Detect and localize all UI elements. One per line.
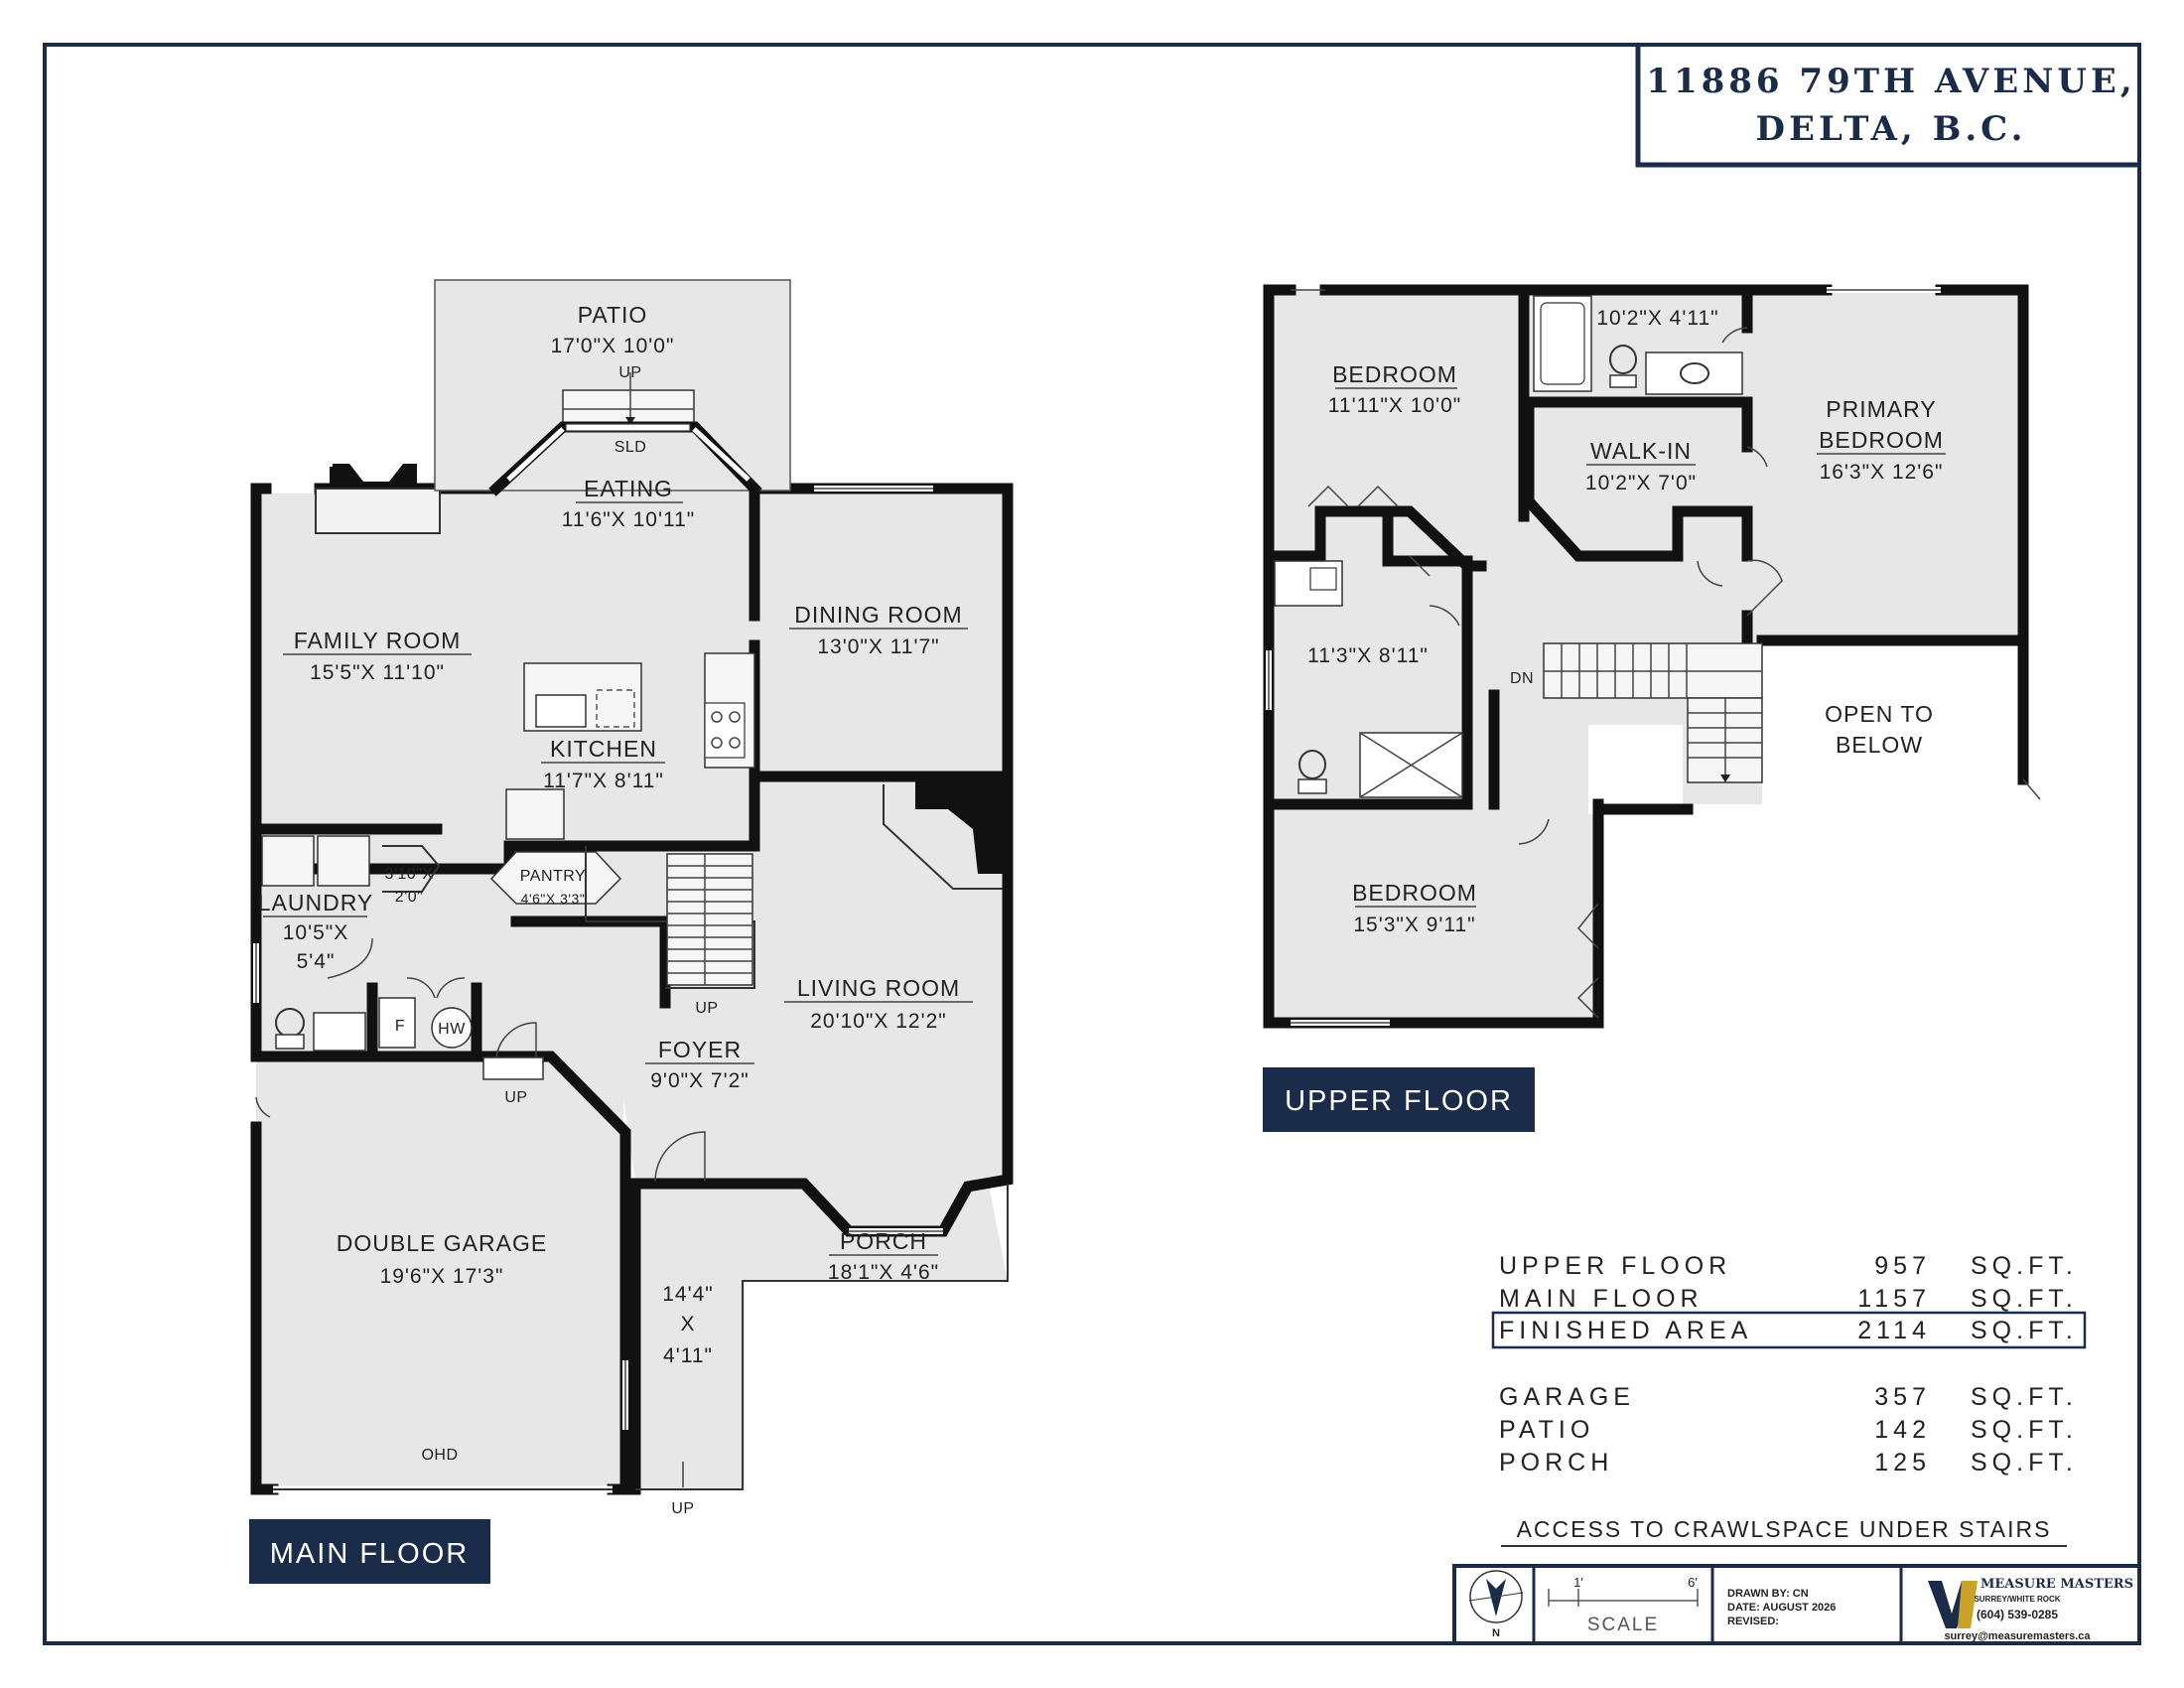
area-label-finished: FINISHED AREA <box>1499 1317 1752 1344</box>
area-label-main: MAIN FLOOR <box>1499 1285 1704 1313</box>
kitchen-dims: 11'7"X 8'11" <box>543 770 664 792</box>
patio-dims: 17'0"X 10'0" <box>551 335 675 357</box>
eating-dims: 11'6"X 10'11" <box>562 508 695 531</box>
revised-label: REVISED: <box>1727 1616 1779 1627</box>
double-garage-dims: 19'6"X 17'3" <box>380 1265 504 1288</box>
scale-end-label: 6' <box>1688 1575 1698 1590</box>
walkway-dims-2: 4'11" <box>663 1344 713 1367</box>
furnace-label: F <box>395 1018 405 1035</box>
drawn-date: DATE: AUGUST 2026 <box>1727 1602 1836 1614</box>
area-value-patio: 142 <box>1874 1416 1931 1444</box>
garage-up-label: UP <box>504 1089 527 1106</box>
company-email: surrey@measuremasters.ca <box>1944 1630 2091 1642</box>
main-floor-plan: PATIO 17'0"X 10'0" UP SLD EATING 11'6"X … <box>249 279 1014 1584</box>
drawn-by: DRAWN BY: CN <box>1727 1588 1809 1600</box>
upper-floor-plan: BEDROOM 11'11"X 10'0" 10'2"X 4'11" PRIMA… <box>1263 284 2041 1132</box>
area-unit-upper: SQ.FT. <box>1971 1252 2078 1280</box>
area-label-porch: PORCH <box>1499 1449 1613 1477</box>
area-value-main: 1157 <box>1857 1285 1931 1313</box>
ensuite-dims: 10'2"X 4'11" <box>1596 307 1718 330</box>
area-value-garage: 357 <box>1874 1383 1931 1411</box>
scale-bar <box>1548 1589 1699 1607</box>
walkway-dims-x: X <box>680 1313 695 1336</box>
family-room-label: FAMILY ROOM <box>294 628 462 653</box>
dining-room-label: DINING ROOM <box>794 602 962 628</box>
area-unit-main: SQ.FT. <box>1971 1285 2078 1313</box>
porch-dims: 18'1"X 4'6" <box>828 1261 939 1284</box>
eating-label: EATING <box>584 476 673 501</box>
area-value-finished: 2114 <box>1857 1317 1931 1344</box>
north-arrow-icon <box>1468 1570 1524 1623</box>
area-unit-finished: SQ.FT. <box>1971 1317 2078 1344</box>
main-bath-dims: 11'3"X 8'11" <box>1307 644 1429 667</box>
company-sub: SURREY/WHITE ROCK <box>1974 1595 2060 1604</box>
scale-label: SCALE <box>1587 1615 1659 1635</box>
stairs-dn-label: DN <box>1510 670 1534 687</box>
primary-bedroom-label-2: BEDROOM <box>1819 427 1944 453</box>
north-label: N <box>1492 1627 1500 1639</box>
double-garage-label: DOUBLE GARAGE <box>337 1230 547 1256</box>
area-unit-porch: SQ.FT. <box>1971 1449 2078 1477</box>
upper-floor-banner: UPPER FLOOR <box>1285 1085 1513 1117</box>
crawlspace-note: ACCESS TO CRAWLSPACE UNDER STAIRS <box>1517 1516 2052 1542</box>
pantry-label: PANTRY <box>520 868 586 885</box>
walk-in-label: WALK-IN <box>1590 438 1692 464</box>
company-phone: (604) 539-0285 <box>1977 1608 2058 1621</box>
area-label-upper: UPPER FLOOR <box>1499 1252 1731 1280</box>
area-label-patio: PATIO <box>1499 1416 1594 1444</box>
stairs-up-label: UP <box>695 1000 718 1017</box>
sld-label: SLD <box>614 439 647 456</box>
living-room-label: LIVING ROOM <box>797 975 960 1001</box>
laundry-label: LAUNDRY <box>258 890 374 915</box>
bedroom-1-label: BEDROOM <box>1332 361 1457 387</box>
address-title-block: 11886 79TH AVENUE, DELTA, B.C. <box>1635 45 2139 168</box>
dining-room-dims: 13'0"X 11'7" <box>817 635 939 658</box>
area-value-upper: 957 <box>1874 1252 1931 1280</box>
main-stairs <box>666 853 753 986</box>
kitchen-label: KITCHEN <box>550 736 657 762</box>
porch-label: PORCH <box>840 1228 927 1254</box>
main-floor-banner: MAIN FLOOR <box>270 1538 469 1570</box>
area-value-porch: 125 <box>1874 1449 1931 1477</box>
foyer-label: FOYER <box>658 1037 742 1062</box>
bedroom-2-label: BEDROOM <box>1352 880 1477 906</box>
bedroom-2-dims: 15'3"X 9'11" <box>1353 914 1475 936</box>
pantry-dims: 4'6"X 3'3" <box>521 891 586 907</box>
footer-title-block: N 1' 6' SCALE DRAWN BY: CN DATE: AUGUST … <box>1452 1564 2139 1643</box>
primary-bedroom-dims: 16'3"X 12'6" <box>1820 461 1944 484</box>
area-summary-table: UPPER FLOOR 957 SQ.FT. MAIN FLOOR 1157 S… <box>1491 1252 2087 1477</box>
living-room-dims: 20'10"X 12'2" <box>810 1010 947 1033</box>
primary-bedroom-label: PRIMARY <box>1826 396 1936 422</box>
area-unit-patio: SQ.FT. <box>1971 1416 2078 1444</box>
scale-start-label: 1' <box>1573 1575 1583 1590</box>
walkway-dims: 14'4" <box>662 1283 714 1306</box>
address-line-2: DELTA, B.C. <box>1756 109 2027 149</box>
front-up-label: UP <box>671 1500 694 1517</box>
open-to-below-label: OPEN TO <box>1825 701 1934 727</box>
upper-stairs <box>1543 642 1763 783</box>
closet-dims-2: 2'0" <box>395 889 424 906</box>
laundry-dims-2: 5'4" <box>297 950 336 973</box>
area-label-garage: GARAGE <box>1499 1383 1635 1411</box>
bedroom-1-dims: 11'11"X 10'0" <box>1328 394 1461 417</box>
walk-in-dims: 10'2"X 7'0" <box>1585 472 1697 494</box>
company-name: MEASURE MASTERS <box>1980 1577 2133 1592</box>
hot-water-label: HW <box>438 1021 466 1038</box>
laundry-dims: 10'5"X <box>283 921 349 944</box>
closet-dims: 3'10"X <box>384 866 433 883</box>
address-line-1: 11886 79TH AVENUE, <box>1646 62 2135 101</box>
measure-masters-logo <box>1928 1581 1978 1628</box>
open-to-below-label-2: BELOW <box>1836 732 1923 758</box>
family-room-dims: 15'5"X 11'10" <box>310 661 445 684</box>
page-frame <box>43 43 2141 1645</box>
area-unit-garage: SQ.FT. <box>1971 1383 2078 1411</box>
ohd-label: OHD <box>421 1447 458 1464</box>
foyer-dims: 9'0"X 7'2" <box>650 1069 750 1092</box>
patio-up-label: UP <box>618 364 641 381</box>
patio-label: PATIO <box>578 302 648 328</box>
